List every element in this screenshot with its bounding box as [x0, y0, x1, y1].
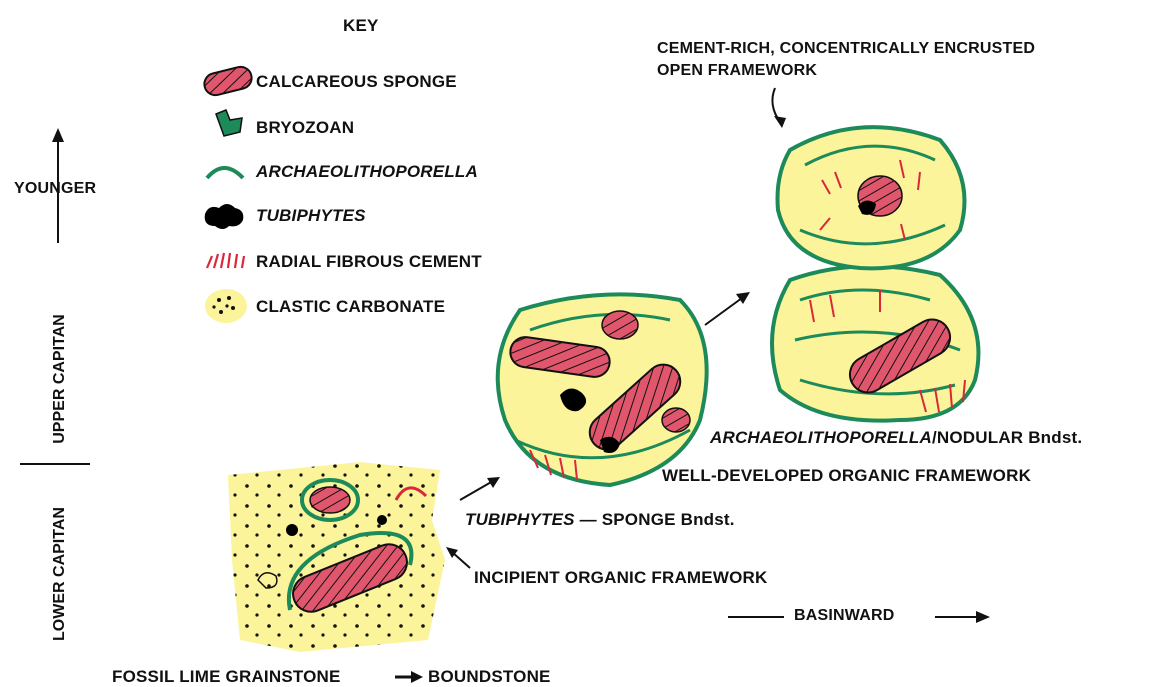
stage2-label-italic: TUBIPHYTES — [465, 510, 575, 529]
grainstone-arrow — [395, 671, 423, 683]
open-framework-block — [778, 127, 965, 268]
tubiphytes-icon — [205, 204, 244, 229]
archaeolithoporella-icon — [207, 168, 243, 178]
key-label-clastic: CLASTIC CARBONATE — [256, 297, 445, 317]
tubiphytes-sponge-block — [498, 294, 707, 485]
stage5-label-line2: OPEN FRAMEWORK — [657, 62, 817, 80]
progression-arrow-1 — [460, 477, 500, 500]
boundstone-label: BOUNDSTONE — [428, 667, 551, 687]
progression-arrow-2 — [705, 292, 750, 325]
stage3-label: WELL-DEVELOPED ORGANIC FRAMEWORK — [662, 466, 1031, 486]
sponge-icon — [202, 65, 254, 98]
key-label-sponge: CALCAREOUS SPONGE — [256, 72, 457, 92]
stage4-label-rest: /NODULAR Bndst. — [932, 428, 1082, 447]
bryozoan-icon — [216, 110, 242, 136]
younger-label: YOUNGER — [14, 180, 96, 198]
archaeolithoporella-block — [772, 266, 978, 421]
stage4-label: ARCHAEOLITHOPORELLA/NODULAR Bndst. — [710, 428, 1082, 448]
stage5-label-line1: CEMENT-RICH, CONCENTRICALLY ENCRUSTED — [657, 40, 1035, 58]
key-title: KEY — [343, 16, 379, 36]
key-label-archaeolithoporella: ARCHAEOLITHOPORELLA — [256, 162, 478, 182]
radial-cement-icon — [207, 253, 244, 268]
stage1-label: INCIPIENT ORGANIC FRAMEWORK — [474, 568, 767, 588]
basinward-label: BASINWARD — [794, 607, 894, 625]
grainstone-label: FOSSIL LIME GRAINSTONE — [112, 667, 341, 687]
stage2-label: TUBIPHYTES — SPONGE Bndst. — [465, 510, 735, 530]
key-label-radial-cement: RADIAL FIBROUS CEMENT — [256, 252, 482, 272]
grainstone-block — [228, 462, 445, 652]
stage1-pointer — [446, 547, 470, 568]
key-label-bryozoan: BRYOZOAN — [256, 118, 354, 138]
stage4-label-italic: ARCHAEOLITHOPORELLA — [710, 428, 932, 447]
stage2-label-rest: — SPONGE Bndst. — [575, 510, 735, 529]
open-framework-pointer — [772, 88, 786, 128]
key-label-tubiphytes: TUBIPHYTES — [256, 206, 366, 226]
lower-capitan-label: LOWER CAPITAN — [51, 499, 69, 649]
upper-capitan-label: UPPER CAPITAN — [51, 304, 69, 454]
clastic-carbonate-icon — [205, 289, 247, 323]
